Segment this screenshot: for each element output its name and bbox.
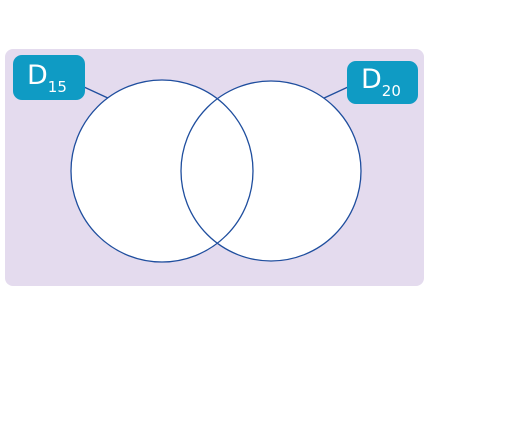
set-b-label: D20	[361, 64, 401, 100]
circle-set-b	[180, 80, 362, 262]
set-a-label-box	[13, 55, 85, 100]
set-b-label-box	[347, 61, 418, 104]
circle-set-a	[70, 79, 254, 263]
set-a-connector	[83, 86, 111, 100]
set-a-label: D15	[27, 60, 67, 96]
circle-set-b-fill	[181, 81, 361, 261]
set-b-connector	[321, 86, 349, 100]
